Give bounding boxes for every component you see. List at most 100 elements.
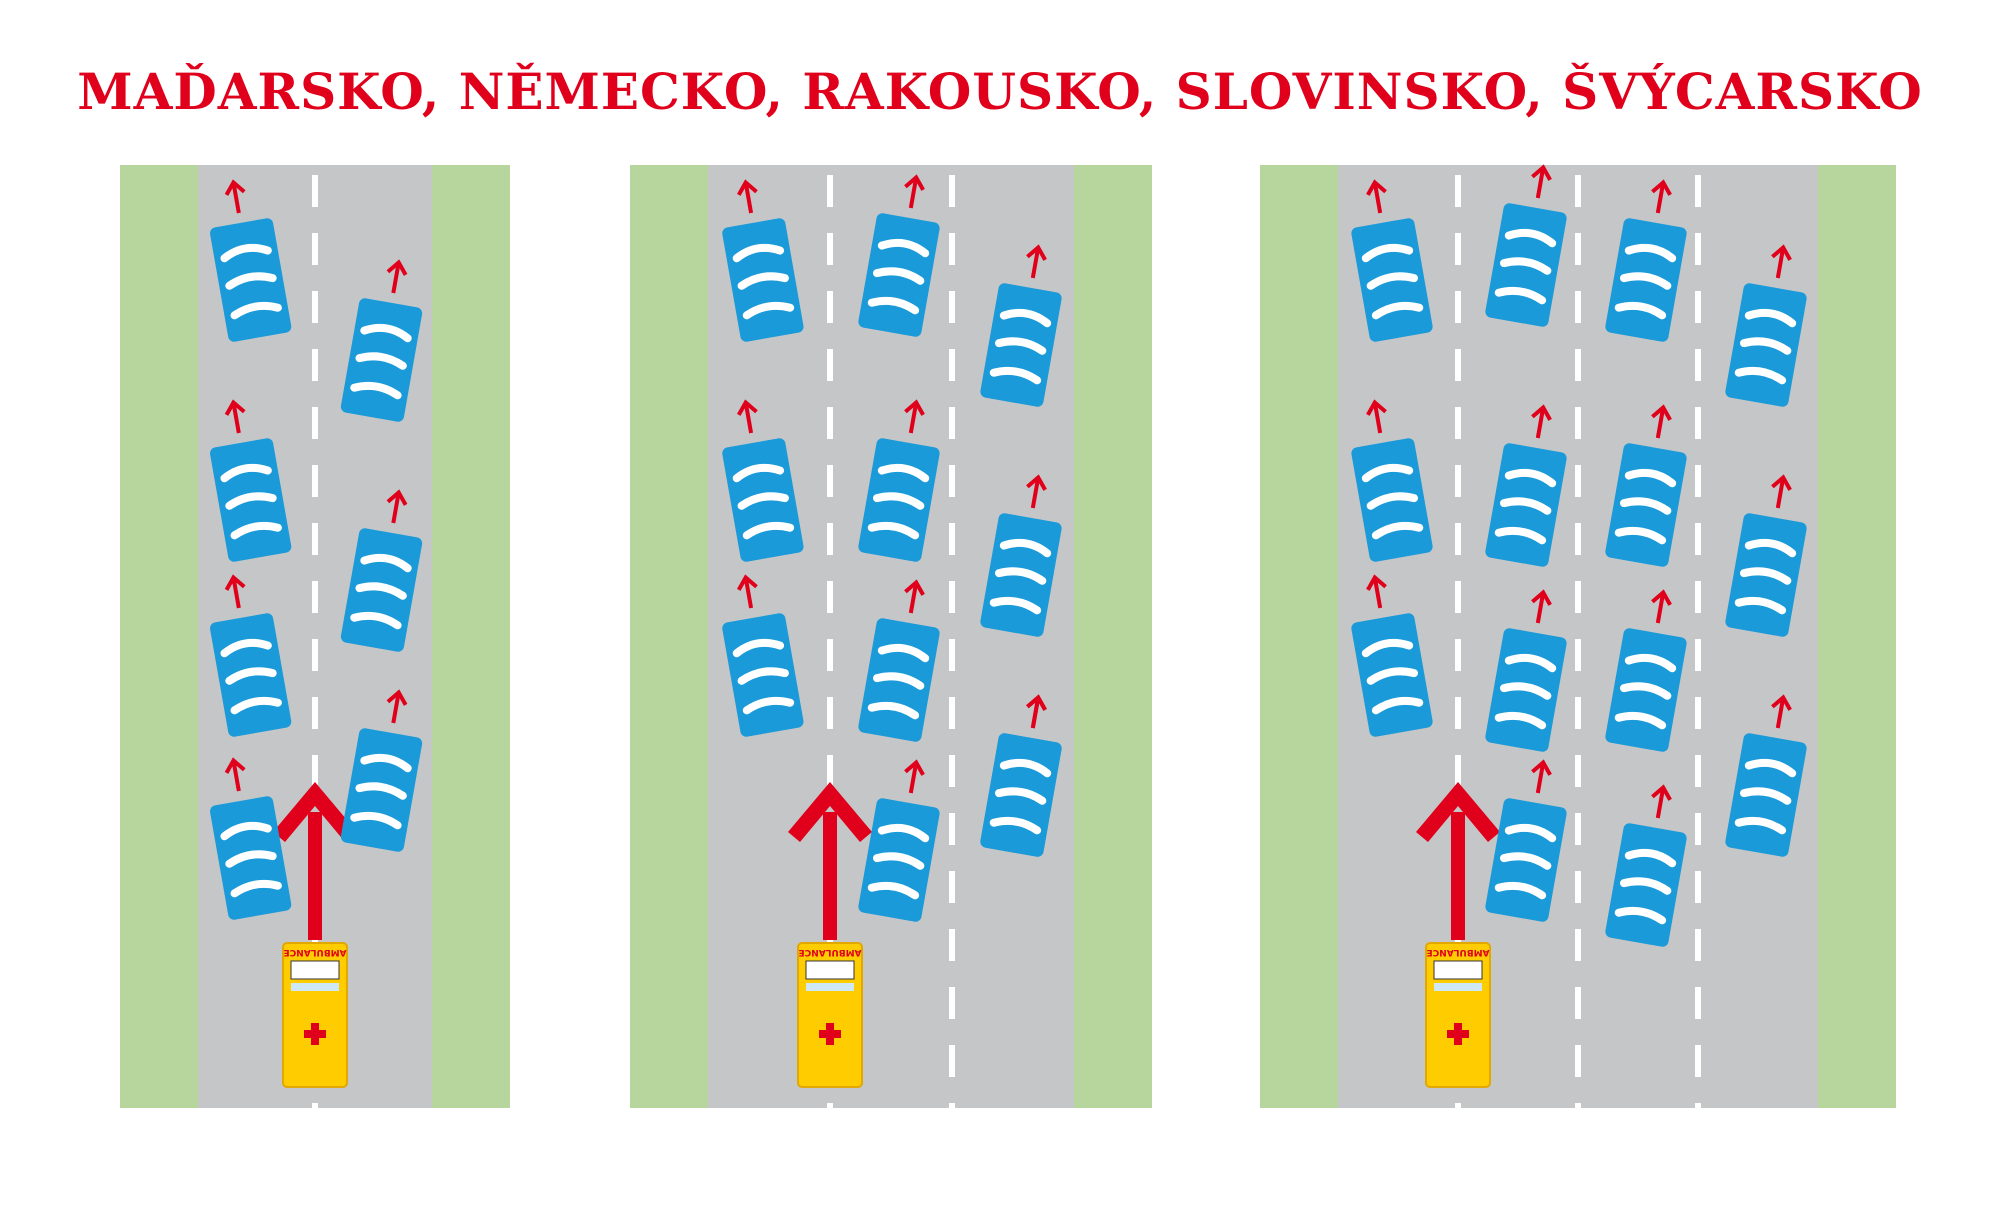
car-roof-stripe — [1739, 567, 1792, 585]
lane-dash — [827, 291, 833, 323]
lane-dash — [949, 581, 955, 613]
car-rear-window — [1494, 881, 1547, 900]
car-roof-stripe — [225, 850, 277, 868]
car-icon — [722, 399, 804, 562]
car-icon — [1605, 784, 1687, 947]
car-windshield — [220, 638, 272, 658]
car-roof-stripe — [872, 672, 925, 690]
car-windshield — [1504, 823, 1557, 843]
lane-dash — [1695, 581, 1701, 613]
car-roof-stripe — [1366, 272, 1419, 290]
lane-dash — [1455, 755, 1461, 787]
car-icon — [1605, 404, 1687, 567]
car-windshield — [1744, 308, 1797, 328]
lane-dash — [1575, 929, 1581, 961]
verge-right — [1818, 165, 1896, 1108]
lane-dash — [1695, 1045, 1701, 1077]
verge-left — [1260, 165, 1338, 1108]
car-icon — [210, 574, 292, 737]
direction-arrow-icon — [904, 174, 925, 209]
lane-dash — [1575, 349, 1581, 381]
lane-dash — [1575, 1103, 1581, 1135]
direction-arrow-icon — [737, 399, 758, 434]
lane-dash — [1455, 465, 1461, 497]
car-icon — [340, 489, 423, 652]
car-roof-stripe — [737, 667, 789, 685]
lane-dash — [1455, 581, 1461, 613]
rescue-corridor-arrow — [273, 782, 357, 940]
car-rear-window — [867, 296, 920, 315]
car-windshield — [732, 463, 785, 483]
lane-dash — [1575, 233, 1581, 265]
lane-dash — [312, 465, 318, 497]
car-windshield — [1361, 463, 1414, 483]
direction-arrow-icon — [737, 574, 758, 609]
car-rear-window — [1371, 301, 1424, 320]
car-rear-window — [230, 521, 282, 540]
direction-arrow-icon — [1531, 759, 1552, 794]
lane-dash — [949, 639, 955, 671]
car-rear-window — [1494, 286, 1547, 305]
car-windshield — [877, 238, 930, 258]
ambulance-cross-horizontal — [304, 1030, 326, 1038]
car-icon — [722, 179, 804, 342]
car-roof-stripe — [225, 272, 277, 290]
lane-dash — [949, 291, 955, 323]
direction-arrow-icon — [386, 259, 408, 294]
car-icon — [1485, 404, 1567, 567]
direction-arrow-icon — [1651, 179, 1672, 214]
lane-dash — [949, 175, 955, 207]
car-icon — [340, 689, 423, 852]
car-roof-stripe — [225, 492, 277, 510]
verge-left — [630, 165, 708, 1108]
direction-arrow-icon — [1771, 474, 1792, 509]
ambulance-cross-horizontal — [1447, 1030, 1469, 1038]
car-windshield — [999, 758, 1052, 778]
car-icon — [1605, 589, 1687, 752]
car-icon — [1605, 179, 1687, 342]
ambulance-icon: AMBULANCE — [1425, 942, 1491, 1088]
car-icon — [858, 399, 940, 562]
direction-arrow-icon — [1651, 589, 1672, 624]
car-rear-window — [230, 879, 282, 898]
lane-dash — [1695, 523, 1701, 555]
lane-dash — [1575, 1045, 1581, 1077]
lane-dash — [827, 233, 833, 265]
car-roof-stripe — [355, 352, 407, 370]
lane-dash — [827, 349, 833, 381]
ambulance-windshield — [290, 960, 340, 980]
direction-arrow-icon — [1026, 244, 1047, 279]
car-icon — [1725, 474, 1807, 637]
direction-arrow-icon — [1026, 694, 1047, 729]
direction-arrow-icon — [1366, 574, 1387, 609]
lane-dash — [1575, 291, 1581, 323]
direction-arrow-icon — [1771, 244, 1792, 279]
car-icon — [210, 399, 292, 562]
lane-dash — [827, 465, 833, 497]
lane-dash — [312, 233, 318, 265]
car-rear-window — [867, 881, 920, 900]
car-roof-stripe — [1619, 272, 1672, 290]
ambulance-cross-horizontal — [819, 1030, 841, 1038]
car-windshield — [1624, 653, 1677, 673]
ambulance-windshield — [1433, 960, 1483, 980]
car-windshield — [1361, 243, 1414, 263]
car-windshield — [877, 823, 930, 843]
direction-arrow-icon — [1366, 399, 1387, 434]
rescue-corridor-arrow — [788, 782, 872, 940]
direction-arrow-icon — [1651, 784, 1672, 819]
car-windshield — [999, 538, 1052, 558]
lane-dash — [1575, 813, 1581, 845]
lane-dash — [1575, 639, 1581, 671]
car-icon — [1485, 589, 1567, 752]
lane-dash — [1455, 291, 1461, 323]
verge-right — [1074, 165, 1152, 1108]
ambulance-lightbar — [1434, 983, 1482, 991]
car-rear-window — [1494, 711, 1547, 730]
lane-dash — [949, 523, 955, 555]
car-windshield — [877, 463, 930, 483]
car-roof-stripe — [1499, 682, 1552, 700]
lane-dash — [949, 755, 955, 787]
car-roof-stripe — [872, 852, 925, 870]
car-icon — [1351, 399, 1433, 562]
